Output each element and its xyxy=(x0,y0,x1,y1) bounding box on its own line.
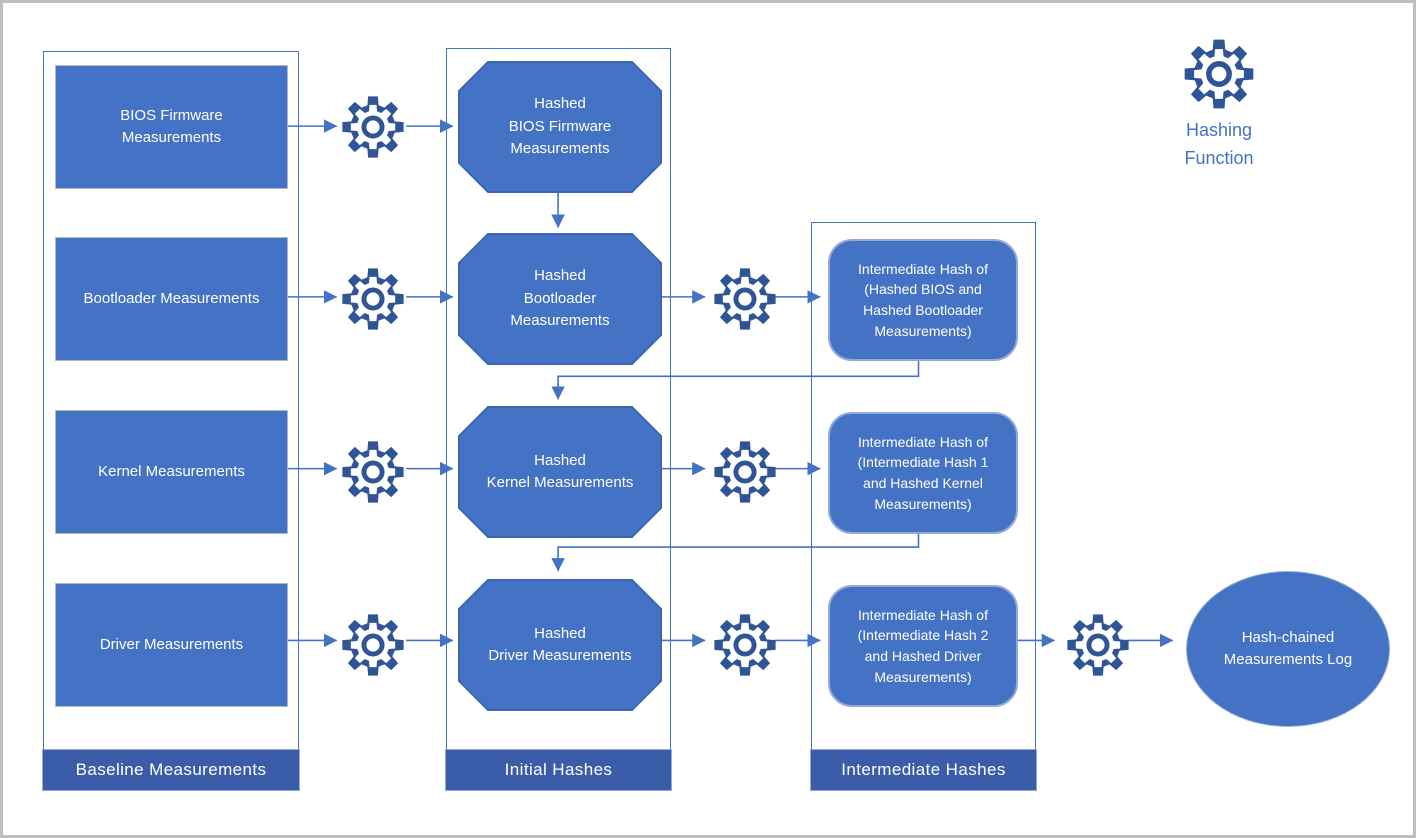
hash-gear-icon xyxy=(714,614,776,676)
octagon-shape xyxy=(458,406,662,538)
output-log-node: Hash-chained Measurements Log xyxy=(1186,571,1390,727)
initial-hash-kernel: Hashed Kernel Measurements xyxy=(458,406,662,538)
baseline-item-bios: BIOS Firmware Measurements xyxy=(55,65,288,189)
initial-hash-kernel-label: Hashed Kernel Measurements xyxy=(486,451,634,492)
intermediate-hash-1: Intermediate Hash of (Hashed BIOS and Ha… xyxy=(828,239,1018,361)
intermediate-hash-2: Intermediate Hash of (Intermediate Hash … xyxy=(828,412,1018,534)
hash-gear-icon xyxy=(714,441,776,503)
initial-hash-bootloader: Hashed Bootloader Measurements xyxy=(458,233,662,365)
hash-gear-icon xyxy=(342,268,404,330)
octagon-shape xyxy=(458,579,662,711)
intermediate-hashes-column-footer: Intermediate Hashes xyxy=(810,749,1037,791)
hash-gear-icon xyxy=(342,441,404,503)
baseline-item-kernel: Kernel Measurements xyxy=(55,410,288,534)
initial-hash-bootloader-label: Hashed Bootloader Measurements xyxy=(510,267,610,330)
baseline-column-footer: Baseline Measurements xyxy=(42,749,300,791)
initial-hash-bios: Hashed BIOS Firmware Measurements xyxy=(458,61,662,193)
legend-hashing-function-label: Hashing Function xyxy=(1184,120,1254,168)
hashing-gear-icon xyxy=(1184,39,1254,109)
hash-gear-icon xyxy=(714,268,776,330)
intermediate-hash-3: Intermediate Hash of (Intermediate Hash … xyxy=(828,585,1018,707)
octagon-shape xyxy=(458,61,662,193)
baseline-item-bootloader: Bootloader Measurements xyxy=(55,237,288,361)
initial-hashes-column-footer: Initial Hashes xyxy=(445,749,672,791)
baseline-item-driver: Driver Measurements xyxy=(55,583,288,707)
hash-gear-icon xyxy=(342,96,404,158)
initial-hash-driver: Hashed Driver Measurements xyxy=(458,579,662,711)
initial-hash-bios-label: Hashed BIOS Firmware Measurements xyxy=(508,95,612,158)
hash-gear-icon xyxy=(342,614,404,676)
initial-hash-driver-label: Hashed Driver Measurements xyxy=(488,624,632,665)
hash-gear-icon xyxy=(1067,614,1129,676)
octagon-shape xyxy=(458,233,662,365)
